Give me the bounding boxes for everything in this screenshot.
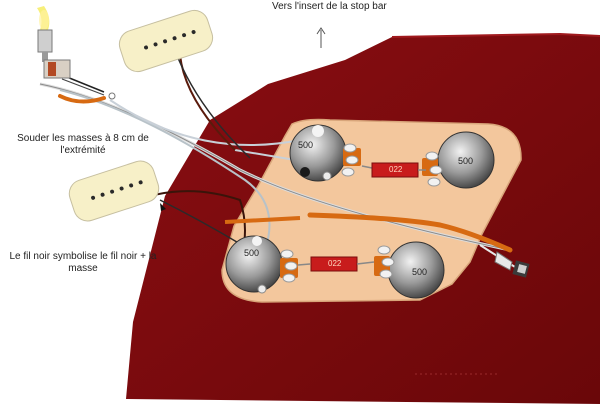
capacitor-top (361, 162, 426, 178)
label-fil-noir: Le fil noir symbolise le fil noir + la m… (3, 251, 163, 275)
toggle-switch (37, 6, 71, 79)
arrow-up (316, 27, 326, 48)
pot-value-bottom-left: 500 (244, 248, 260, 258)
body-edge-highlight (391, 32, 600, 38)
capacitor-value-top: 022 (389, 165, 403, 174)
pot-bottom-right (374, 241, 445, 299)
pot-top-left (289, 124, 361, 182)
capacitor-value-bottom: 022 (328, 259, 342, 268)
label-souder-masses: Souder les masses à 8 cm de l'extrémité (8, 133, 158, 157)
pot-value-top-left: 500 (298, 140, 314, 150)
label-souder-masses-line2: l'extrémité (60, 145, 106, 156)
pot-value-top-right: 500 (458, 156, 474, 166)
label-souder-masses-line1: Souder les masses à 8 cm de (17, 133, 149, 144)
label-fil-noir-line1: Le fil noir symbolise le fil noir + la (9, 251, 157, 262)
pot-bottom-left (225, 235, 298, 294)
output-jack (494, 251, 530, 278)
pot-value-bottom-right: 500 (412, 267, 428, 277)
marker-dot (108, 92, 116, 100)
neck-pickup (118, 9, 214, 73)
arrow-fil-noir (160, 203, 166, 211)
pot-top-right (422, 131, 495, 189)
label-stop-bar: Vers l'insert de la stop bar (272, 1, 387, 12)
label-fil-noir-line2: masse (68, 263, 98, 274)
bridge-pickup (68, 160, 160, 222)
capacitor-bottom (297, 256, 375, 272)
